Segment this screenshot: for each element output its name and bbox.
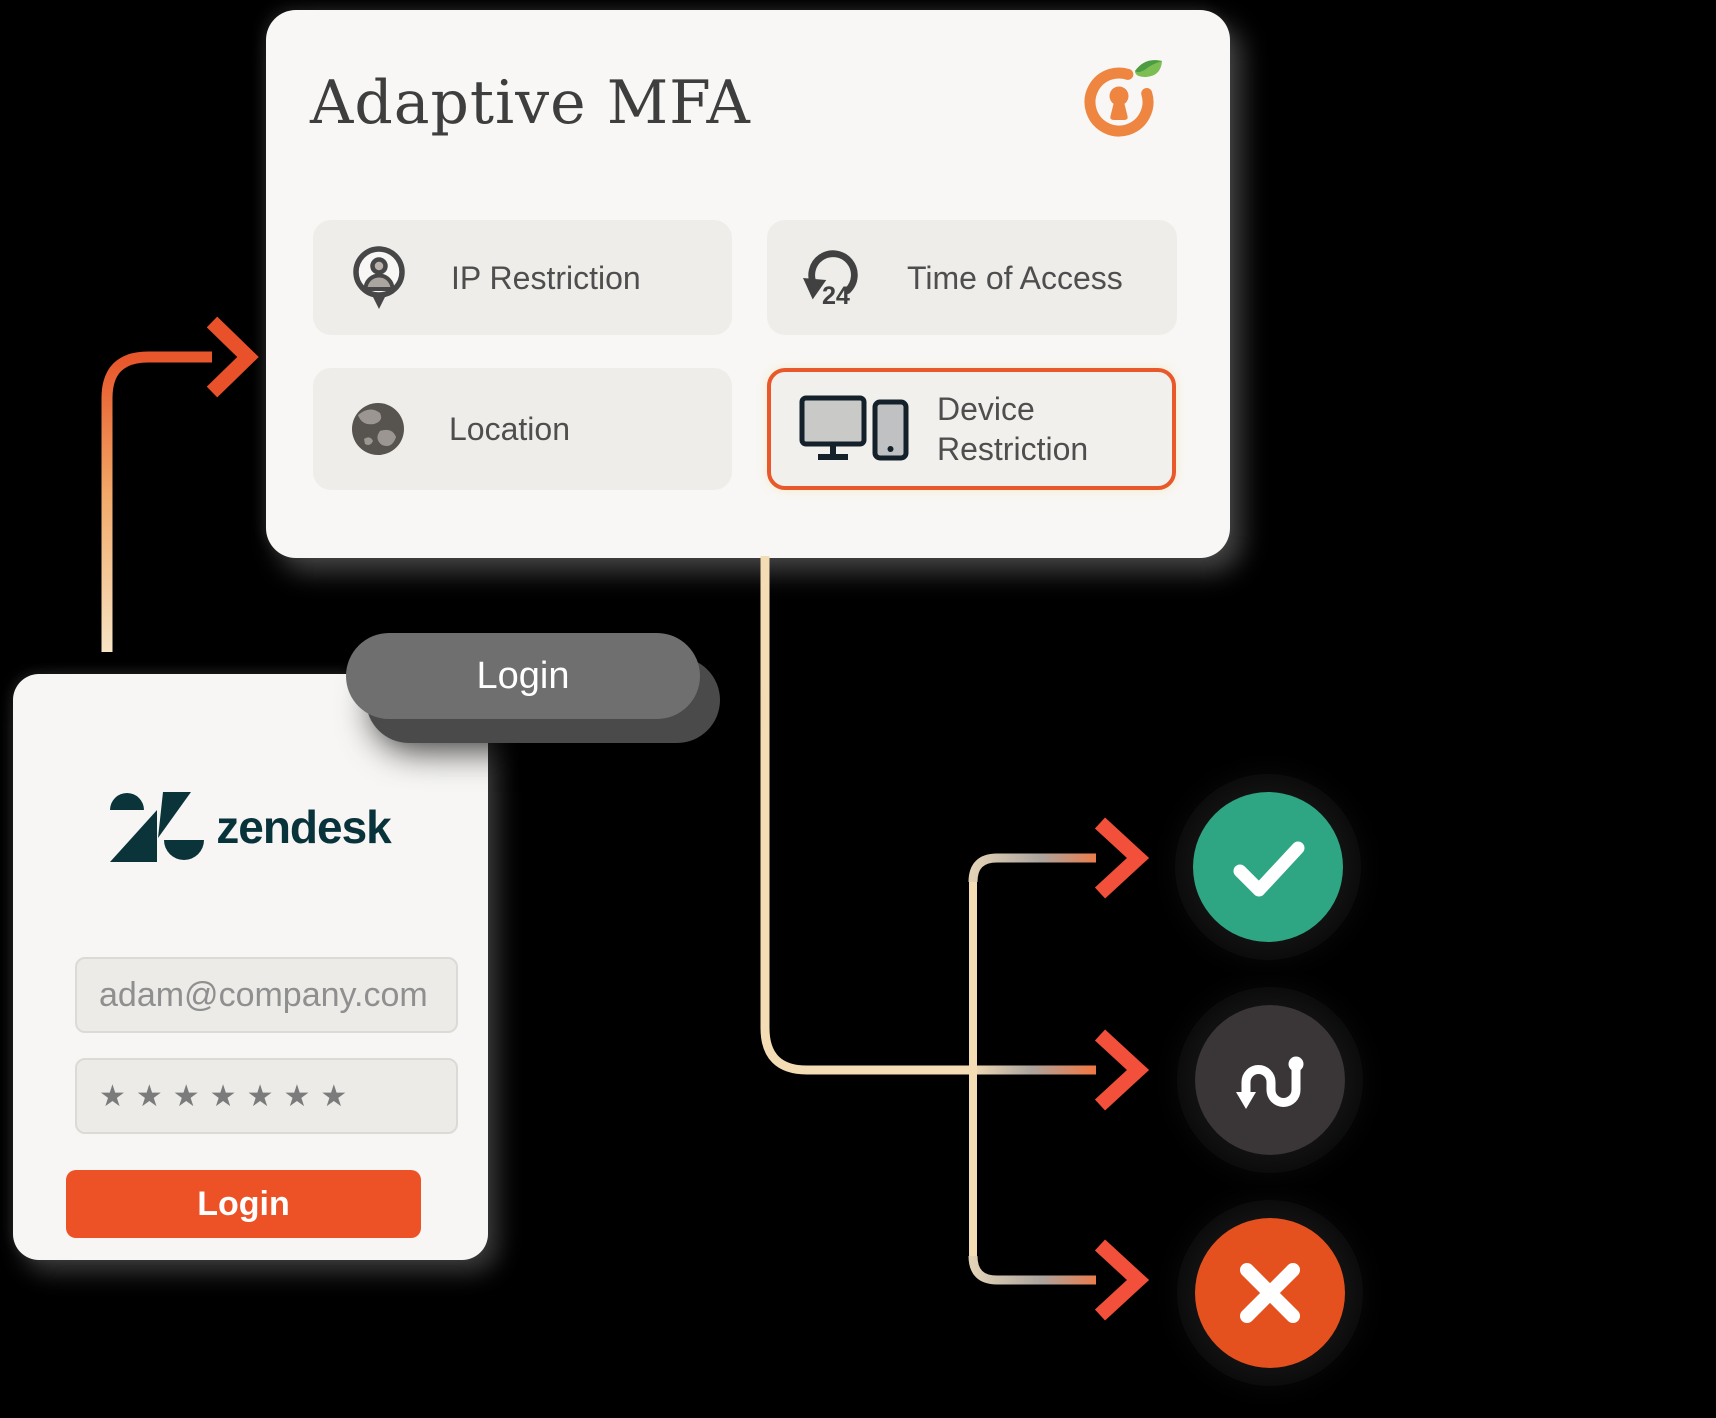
chip-label: Location — [449, 411, 570, 447]
chip-label: Device Restriction — [937, 391, 1089, 467]
zendesk-brand: zendesk — [13, 792, 488, 862]
chip-ip-restriction[interactable]: IP Restriction — [313, 220, 732, 335]
chip-label: Time of Access — [907, 259, 1123, 296]
devices-icon — [799, 395, 909, 461]
login-flow-badge: Login — [346, 633, 700, 719]
login-flow-badge-label: Login — [476, 654, 570, 697]
outcome-allow — [1193, 792, 1343, 942]
login-button-label: Login — [197, 1184, 290, 1223]
person-pin-icon — [353, 245, 405, 309]
zendesk-logo-icon — [110, 792, 205, 862]
chip-device-restriction[interactable]: Device Restriction — [767, 368, 1176, 490]
globe-icon — [352, 403, 404, 455]
rotate-24-icon: 24 — [803, 249, 858, 310]
adaptive-mfa-card: Adaptive MFA IP Restriction 24 — [266, 10, 1230, 558]
login-button[interactable]: Login — [66, 1170, 421, 1238]
outcome-challenge — [1195, 1005, 1345, 1155]
arrow-branch-to-allow — [968, 817, 1150, 899]
check-icon — [1233, 841, 1305, 897]
allow-circle — [1193, 792, 1343, 942]
outcome-deny — [1195, 1218, 1345, 1368]
chip-label: IP Restriction — [451, 259, 641, 296]
password-input[interactable]: ★★★★★★★ — [75, 1058, 458, 1134]
email-input[interactable]: adam@company.com — [75, 957, 458, 1033]
arrow-branch-to-deny — [968, 1239, 1150, 1321]
zendesk-wordmark: zendesk — [216, 801, 392, 853]
miniorange-logo-icon — [1084, 60, 1162, 137]
zendesk-login-card: zendesk adam@company.com ★★★★★★★ Login — [13, 674, 488, 1260]
chip-location[interactable]: Location — [313, 368, 732, 490]
arrow-mfa-to-challenge — [760, 556, 1150, 1111]
detour-icon — [1236, 1056, 1304, 1109]
arrow-login-to-mfa — [101, 316, 259, 652]
mfa-card-title: Adaptive MFA — [310, 68, 751, 138]
chip-time-of-access[interactable]: 24 Time of Access — [767, 220, 1177, 335]
password-mask: ★★★★★★★ — [99, 1079, 358, 1113]
x-icon — [1240, 1263, 1300, 1323]
svg-text:24: 24 — [822, 282, 850, 310]
email-placeholder: adam@company.com — [99, 975, 428, 1014]
